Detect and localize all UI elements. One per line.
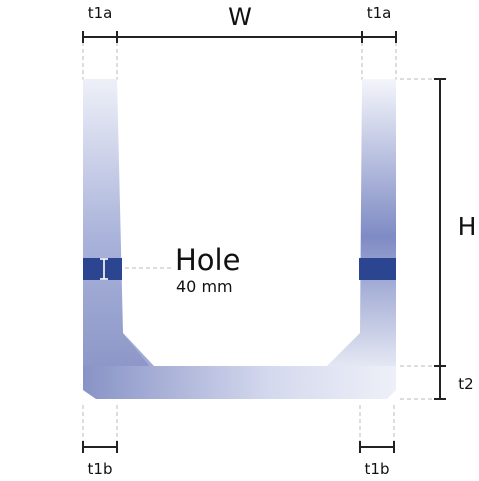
hole-band-right: [359, 258, 396, 280]
label-width: W: [228, 3, 252, 31]
label-t1a-right: t1a: [367, 4, 392, 22]
extension-lines: [82, 42, 440, 443]
label-t1b-right: t1b: [365, 460, 390, 478]
label-t1b-left: t1b: [88, 460, 113, 478]
label-t1a-left: t1a: [88, 4, 113, 22]
hole-size-marker: [100, 258, 108, 280]
right-wall: [327, 79, 396, 366]
dimension-lines: [82, 31, 446, 453]
label-hole-title: Hole: [175, 243, 240, 277]
label-height: H: [458, 212, 477, 241]
hole-band-left: [83, 258, 122, 280]
left-wall: [83, 79, 150, 366]
label-hole-size: 40 mm: [176, 277, 233, 296]
base-slab: [83, 333, 396, 399]
u-channel-body: [83, 79, 396, 399]
label-t2: t2: [458, 375, 473, 393]
